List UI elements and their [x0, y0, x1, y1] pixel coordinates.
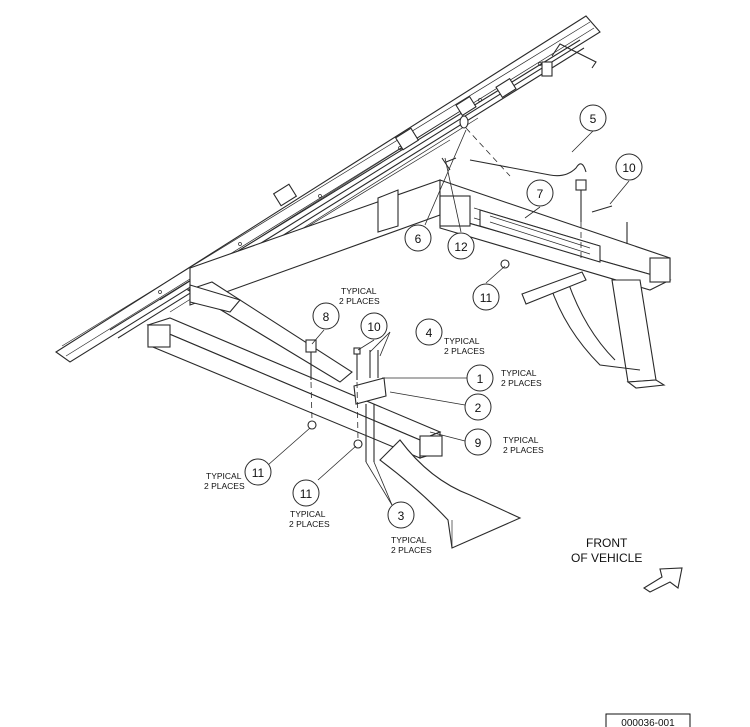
note-places-label: 2 PLACES — [503, 445, 544, 455]
callout-11-top-number: 11 — [480, 291, 493, 305]
front-direction-arrow-icon — [642, 567, 683, 593]
rear-cross-tube — [189, 179, 672, 389]
drawing-id-box: 000036-001 — [605, 713, 691, 727]
note-places-label: 2 PLACES — [204, 481, 245, 491]
front-cross-tube — [146, 317, 443, 459]
callout-3-number: 3 — [398, 509, 405, 523]
callout-1-number: 1 — [477, 372, 484, 386]
callout-2: 2 — [464, 393, 492, 421]
callout-12: 12 — [447, 232, 475, 260]
note-places-label: 2 PLACES — [444, 346, 485, 356]
callout-4: 4 — [415, 318, 443, 346]
note-typical-label: TYPICAL — [391, 535, 427, 545]
note-typical-label: TYPICAL — [503, 435, 539, 445]
gusset-plate — [377, 189, 399, 233]
note-typical-label: TYPICAL — [341, 286, 377, 296]
pivot-plate — [189, 284, 241, 313]
callout-12-number: 12 — [454, 240, 468, 254]
callout-7-number: 7 — [537, 187, 544, 201]
note-typical-label: TYPICAL — [444, 336, 480, 346]
callout-10-center: 10 — [360, 312, 388, 340]
alignment-lines — [310, 127, 582, 441]
front-of-vehicle-indicator: FRONT OF VEHICLE — [571, 536, 683, 593]
note-typical-label: TYPICAL — [501, 368, 537, 378]
note-typical-3: TYPICAL 2 PLACES — [391, 535, 432, 555]
callout-7: 7 — [526, 179, 554, 207]
callout-1: 1 — [466, 364, 494, 392]
note-typical-9: TYPICAL 2 PLACES — [503, 435, 544, 455]
callout-9: 9 — [464, 428, 492, 456]
angle-bracket — [521, 271, 587, 305]
note-typical-11-bottom: TYPICAL 2 PLACES — [289, 509, 330, 529]
callout-3: 3 — [387, 501, 415, 529]
callout-10-right: 10 — [615, 153, 643, 181]
callout-4-number: 4 — [426, 326, 433, 340]
note-typical-4: TYPICAL 2 PLACES — [444, 336, 485, 356]
callout-8: 8 — [312, 302, 340, 330]
callout-9-number: 9 — [475, 436, 482, 450]
note-places-label: 2 PLACES — [391, 545, 432, 555]
note-typical-1: TYPICAL 2 PLACES — [501, 368, 542, 388]
note-places-label: 2 PLACES — [289, 519, 330, 529]
note-places-label: 2 PLACES — [501, 378, 542, 388]
note-typical-top: TYPICAL 2 PLACES — [339, 286, 380, 306]
callout-5: 5 — [579, 104, 607, 132]
note-places-label: 2 PLACES — [339, 296, 380, 306]
callout-10-center-number: 10 — [367, 320, 381, 334]
callout-2-number: 2 — [475, 401, 482, 415]
note-typical-11-left: TYPICAL 2 PLACES — [204, 471, 245, 491]
callout-6-number: 6 — [415, 232, 422, 246]
callout-11-left: 11 — [244, 458, 272, 486]
callout-11-bottom-number: 11 — [300, 487, 313, 501]
note-typical-label: TYPICAL — [290, 509, 326, 519]
callout-10-right-number: 10 — [622, 161, 636, 175]
leader-lines — [267, 129, 630, 506]
callout-6: 6 — [404, 224, 432, 252]
fasteners — [305, 115, 628, 462]
callout-11-top: 11 — [472, 283, 500, 311]
callout-8-number: 8 — [323, 310, 330, 324]
front-label-line1: FRONT — [586, 536, 628, 550]
front-label-line2: OF VEHICLE — [571, 551, 642, 565]
drawing-id-text: 000036-001 — [621, 718, 675, 727]
callout-11-left-number: 11 — [252, 466, 265, 480]
lower-deflector — [379, 439, 522, 549]
note-typical-label: TYPICAL — [206, 471, 242, 481]
callout-5-number: 5 — [590, 112, 597, 126]
callout-11-bottom: 11 — [292, 479, 320, 507]
slide-plate — [479, 209, 601, 263]
